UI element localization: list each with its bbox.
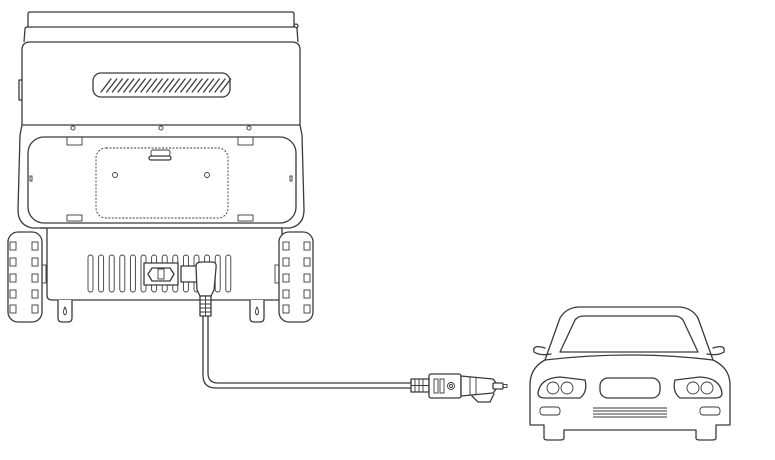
lid-band [23, 26, 299, 43]
ac-input-socket [143, 262, 179, 286]
vent-slot [108, 254, 115, 293]
fog-light-left [539, 406, 561, 416]
grill-slash [140, 78, 152, 93]
grill-slash [117, 78, 129, 93]
vent-slot [129, 254, 136, 293]
power-station [7, 11, 314, 323]
front-panel [27, 136, 297, 224]
top-vent-grill [92, 72, 231, 98]
grill-slash [128, 78, 141, 93]
grille [599, 377, 661, 399]
car-plug [410, 373, 508, 403]
grill-slash [111, 78, 124, 93]
grill-slash [180, 78, 192, 93]
mount-hole [255, 305, 259, 316]
vent-slot [87, 254, 94, 293]
plug-prongs [180, 265, 198, 283]
grill-slash [123, 78, 135, 93]
grill-slash [208, 78, 220, 93]
dashed-cover [95, 147, 229, 219]
socket-switch [157, 268, 165, 280]
grill-slash [197, 78, 209, 93]
grill-slash [145, 78, 158, 93]
car [529, 306, 731, 441]
fog-light-right [699, 406, 721, 416]
mount-tab [57, 300, 73, 323]
hood-line [544, 354, 714, 361]
screw-hole [70, 125, 76, 131]
screw-icon [112, 172, 118, 178]
grill-slash [134, 78, 146, 93]
vent-slot [225, 254, 232, 293]
car-body [529, 306, 731, 441]
headlight-left [537, 376, 587, 399]
grill-slash [220, 78, 232, 93]
grill-slash [168, 78, 181, 93]
mirror-left [533, 346, 552, 356]
lid-top [27, 11, 295, 27]
screw-hole [158, 125, 164, 131]
panel-clip [237, 136, 254, 146]
lower-grille [593, 407, 667, 418]
grill-slash [202, 78, 215, 93]
grill-slash [214, 78, 226, 93]
panel-clip [66, 136, 83, 146]
charging-cable [180, 261, 413, 389]
headlight-right [673, 376, 723, 399]
mount-hole [63, 305, 67, 316]
grill-slash [191, 78, 203, 93]
vent-slashes [100, 78, 232, 93]
socket-face [147, 267, 175, 282]
screw-hole [246, 125, 252, 131]
windshield [559, 315, 699, 353]
grill-slash [100, 78, 112, 93]
grill-slash [163, 78, 175, 93]
mirror-right [706, 346, 725, 356]
grill-slash [174, 78, 186, 93]
ac-plug [195, 261, 217, 297]
upper-body [21, 41, 301, 125]
grill-slash [151, 78, 163, 93]
panel-clip [289, 175, 293, 182]
vent-slot [119, 254, 126, 293]
grill-slash [185, 78, 198, 93]
mount-tab [249, 300, 265, 323]
panel-clip [29, 175, 33, 182]
left-wheel [7, 231, 47, 323]
vent-slot [98, 254, 105, 293]
side-handle [18, 79, 23, 101]
grill-slash [157, 78, 169, 93]
port-slot [148, 155, 172, 161]
car-plug-tip [460, 375, 498, 397]
panel-clip [237, 214, 254, 222]
right-wheel [274, 231, 314, 323]
middle-body [17, 124, 305, 229]
panel-clip [66, 214, 83, 222]
screw-icon [204, 172, 210, 178]
grill-slash [106, 78, 118, 93]
